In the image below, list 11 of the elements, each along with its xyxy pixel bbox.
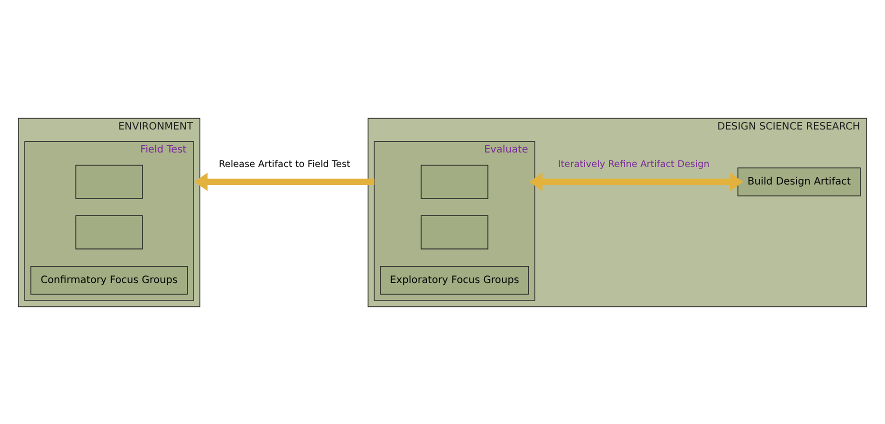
node-box	[75, 214, 143, 249]
edge-label: Release Artifact to Field Test	[218, 158, 350, 170]
arrow	[194, 172, 374, 191]
node-box: Build Design Artifact	[738, 167, 861, 196]
node-box: Confirmatory Focus Groups	[30, 266, 188, 294]
node-box	[75, 164, 143, 198]
edge-label: Iteratively Refine Artifact Design	[558, 158, 710, 170]
node-box: Exploratory Focus Groups	[380, 266, 529, 294]
node-box	[420, 164, 488, 198]
arrow	[529, 172, 744, 191]
node-box	[420, 214, 488, 249]
